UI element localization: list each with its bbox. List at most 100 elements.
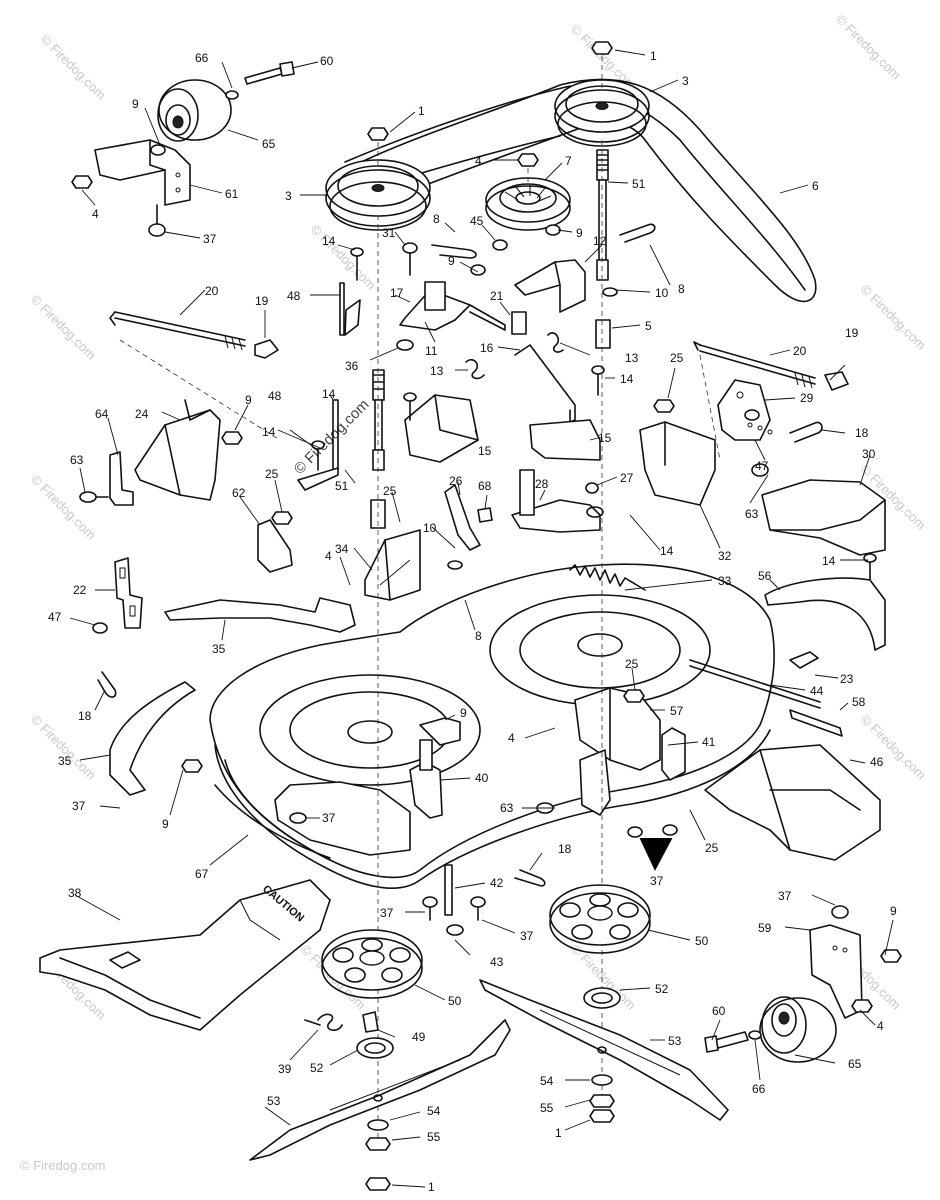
callout-9: 9 [245,393,252,407]
blade-adapter-left [321,929,423,999]
callout-34: 34 [335,542,349,556]
callout-1: 1 [650,49,657,63]
callout-layer: 1 3 66 60 65 9 61 4 37 1 3 4 7 51 6 8 45… [48,49,897,1194]
blade-left [249,1019,511,1161]
nut [591,41,613,55]
callout-21: 21 [490,289,504,303]
callout-58: 58 [852,695,866,709]
spindle-shaft [596,149,609,281]
callout-62: 62 [232,486,246,500]
callout-14: 14 [660,544,674,558]
callout-42: 42 [490,876,504,890]
callout-4: 4 [508,731,515,745]
callout-68: 68 [478,479,492,493]
callout-67: 67 [195,867,209,881]
callout-51: 51 [632,177,646,191]
nut [517,153,539,167]
nut [367,127,389,141]
callout-46: 46 [870,755,884,769]
belt-system [325,41,817,303]
callout-65: 65 [848,1057,862,1071]
callout-44: 44 [810,684,824,698]
callout-3: 3 [682,74,689,88]
callout-40: 40 [475,771,489,785]
rod-20-right [693,341,849,391]
callout-53: 53 [668,1034,682,1048]
callout-25: 25 [625,657,639,671]
callout-59: 59 [758,921,772,935]
callout-47: 47 [755,459,769,473]
callout-32: 32 [718,549,732,563]
callout-37: 37 [380,906,394,920]
callout-6: 6 [812,179,819,193]
idler-pulley [485,177,571,231]
blade-adapter-right [549,884,651,954]
callout-37: 37 [650,874,664,888]
callout-22: 22 [73,583,87,597]
callout-61: 61 [225,187,239,201]
callout-54: 54 [427,1104,441,1118]
callout-9: 9 [890,904,897,918]
callout-49: 49 [412,1030,426,1044]
callout-19: 19 [255,294,269,308]
callout-47: 47 [48,610,62,624]
callout-50: 50 [695,934,709,948]
watermark-text: © Firedog.com [858,712,929,783]
callout-65: 65 [262,137,276,151]
callout-35: 35 [58,754,72,768]
callout-4: 4 [92,207,99,221]
callout-26: 26 [449,474,463,488]
callout-14: 14 [822,554,836,568]
callout-41: 41 [702,735,716,749]
right-side-parts [639,379,902,1063]
callout-27: 27 [620,471,634,485]
callout-38: 38 [68,886,82,900]
callout-48: 48 [287,289,301,303]
callout-25: 25 [705,841,719,855]
gauge-wheel-front [71,61,295,237]
callout-35: 35 [212,642,226,656]
callout-23: 23 [840,672,854,686]
left-side-parts [79,399,356,796]
callout-31: 31 [382,226,396,240]
callout-18: 18 [78,709,92,723]
callout-28: 28 [535,477,549,491]
callout-9: 9 [576,226,583,240]
callout-15: 15 [598,431,612,445]
callout-1: 1 [555,1126,562,1140]
callout-5: 5 [645,319,652,333]
callout-11: 11 [425,344,438,358]
callout-8: 8 [475,629,482,643]
callout-14: 14 [322,234,336,248]
callout-4: 4 [325,549,332,563]
callout-52: 52 [310,1061,324,1075]
callout-4: 4 [877,1019,884,1033]
watermark-text: © Firedog.com [38,32,109,103]
watermark-text: © Firedog.com [28,472,99,543]
callout-63: 63 [500,801,514,815]
watermark-text: © Firedog.com [28,292,99,363]
callout-18: 18 [855,426,869,440]
callout-50: 50 [448,994,462,1008]
callout-37: 37 [72,799,86,813]
callout-1: 1 [418,104,425,118]
callout-54: 54 [540,1074,554,1088]
callout-24: 24 [135,407,149,421]
callout-13: 13 [625,351,639,365]
callout-9: 9 [132,97,139,111]
callout-20: 20 [205,284,219,298]
callout-63: 63 [70,453,84,467]
callout-16: 16 [480,341,494,355]
callout-33: 33 [718,574,732,588]
pulley-right [554,79,650,147]
callout-55: 55 [540,1101,554,1115]
watermark-center: © Firedog.com [291,396,373,478]
callout-3: 3 [285,189,292,203]
callout-8: 8 [433,212,440,226]
watermark-text: © Firedog.com [20,1158,105,1173]
callout-55: 55 [427,1130,441,1144]
callout-14: 14 [620,372,634,386]
callout-10: 10 [655,286,669,300]
callout-1: 1 [428,1180,435,1194]
